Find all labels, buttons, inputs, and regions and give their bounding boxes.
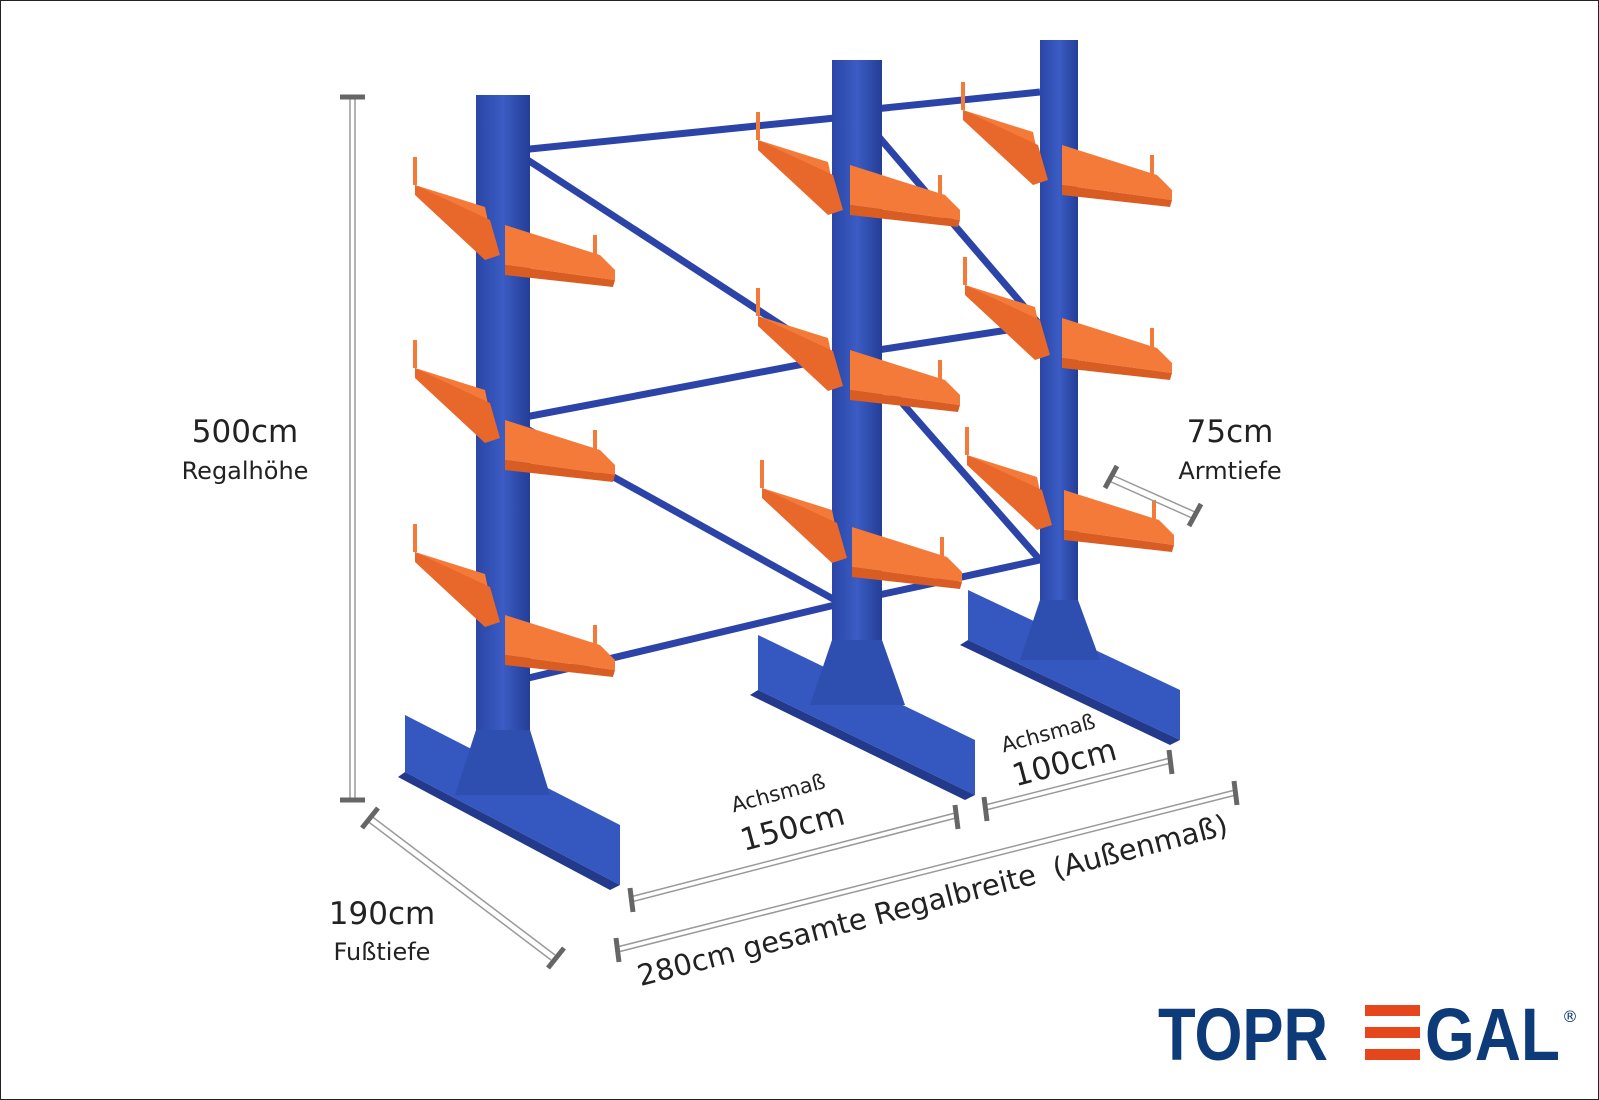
total-width-label: 280cm gesamte Regalbreite (Außenmaß): [634, 808, 1232, 993]
height-label: Regalhöhe: [182, 457, 309, 485]
rack-bases: [398, 590, 1180, 890]
arm-depth-label: Armtiefe: [1178, 457, 1281, 485]
svg-text:TOPR: TOPR: [1158, 993, 1328, 1076]
registered-mark: ®: [1562, 1007, 1578, 1026]
foot-depth-label: Fußtiefe: [334, 938, 431, 966]
dimension-lines: [349, 97, 1237, 961]
foot-depth-value: 190cm: [329, 896, 435, 932]
height-value: 500cm: [192, 414, 298, 450]
dimension-ticks: [340, 94, 1240, 970]
arm-depth-value: 75cm: [1187, 414, 1274, 450]
topregal-logo: TOPR GAL ®: [1158, 993, 1578, 1076]
bracing: [518, 88, 1043, 684]
svg-text:GAL: GAL: [1425, 993, 1560, 1076]
